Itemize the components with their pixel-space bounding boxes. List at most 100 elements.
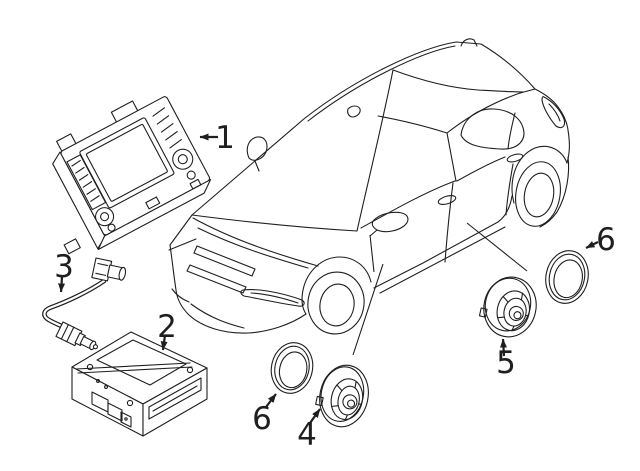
callout-3: 3 xyxy=(54,249,74,285)
grille-slat-1 xyxy=(193,245,256,277)
front-window-frame xyxy=(377,115,448,134)
front-wheel-arch xyxy=(301,256,372,315)
cable-connector-top xyxy=(91,257,127,282)
bumper-crease xyxy=(190,303,245,329)
roof-antenna-fin xyxy=(460,38,478,47)
module-port-2 xyxy=(107,402,123,422)
arrow-2 xyxy=(160,334,168,351)
cable-wire-highlight xyxy=(43,279,106,331)
front-door-handle xyxy=(437,195,457,205)
hood-line-1 xyxy=(192,217,319,267)
speaker-spokes xyxy=(497,292,530,332)
trim-ring-front xyxy=(270,342,314,394)
a-pillar-near xyxy=(356,69,394,232)
radio-left-button-panel xyxy=(66,154,107,211)
module-top-lid xyxy=(96,339,187,386)
radio-button-round-right xyxy=(186,170,196,180)
radio-bracket-bottom xyxy=(63,238,81,255)
taillight xyxy=(541,96,566,129)
front-wheel xyxy=(307,271,365,335)
radio-left-buttons xyxy=(71,159,100,202)
callout-arrows xyxy=(58,133,599,424)
radio-knob-right xyxy=(172,148,194,170)
callout-6-front: 6 xyxy=(252,401,272,437)
speaker-tab xyxy=(478,307,488,318)
speaker-tab xyxy=(315,395,324,407)
rear-door-glass xyxy=(460,108,525,150)
rear-window-frame xyxy=(446,91,524,134)
door-speaker-rear xyxy=(478,276,537,338)
rear-bumper xyxy=(539,156,570,228)
side-mirror-far xyxy=(246,136,268,161)
arrow-6-front xyxy=(265,393,277,408)
front-door-cut xyxy=(444,182,454,263)
callout-4: 4 xyxy=(297,417,317,453)
module-dot-1 xyxy=(96,379,100,383)
arrow-5 xyxy=(500,338,507,357)
module-screw-3 xyxy=(126,399,134,407)
cowl-line xyxy=(191,214,358,232)
module-dot-2 xyxy=(104,385,108,389)
module-screw-2 xyxy=(186,366,194,374)
fog-recess xyxy=(171,288,190,303)
radio-button-rect-right xyxy=(189,178,202,190)
amplifier-module xyxy=(71,331,208,437)
rear-door-handle xyxy=(506,153,524,163)
grille-slat-2 xyxy=(186,264,247,294)
arrow-3 xyxy=(58,276,66,293)
radio-knob-left xyxy=(95,207,115,227)
side-mirror-near xyxy=(371,211,409,233)
callout-1: 1 xyxy=(215,120,235,156)
cable-connector-bottom xyxy=(55,321,98,351)
fender-seam xyxy=(168,238,197,251)
callout-numbers: 1 2 3 4 5 6 6 xyxy=(54,120,616,453)
radio-screen xyxy=(85,123,168,202)
rear-door-cut xyxy=(505,163,514,216)
radio-right-buttons xyxy=(152,107,182,149)
roof-rail-near xyxy=(392,69,524,93)
trim-ring-rear xyxy=(545,250,589,304)
rear-wheel xyxy=(515,161,561,227)
beltline-front xyxy=(360,180,456,229)
mirror-stalk-far xyxy=(254,160,260,172)
callout-5: 5 xyxy=(496,345,516,381)
speaker-spokes xyxy=(331,380,363,421)
module-screw-1 xyxy=(86,363,94,371)
front-bumper xyxy=(169,244,307,334)
module-disc-slot-inner xyxy=(152,385,198,412)
arrow-4 xyxy=(309,408,321,424)
leader-to-rear-speaker xyxy=(466,222,528,272)
rocker-line xyxy=(373,195,513,289)
headlight xyxy=(240,289,305,307)
rearview-mirror xyxy=(347,105,361,118)
beltline-rear xyxy=(456,156,506,182)
hood-line-2 xyxy=(197,227,309,269)
roof-rail-inner xyxy=(307,45,456,122)
taillight-inner xyxy=(548,103,561,122)
module-right-face xyxy=(142,367,208,437)
rear-edge xyxy=(534,88,570,164)
rocker-line-inner xyxy=(379,226,506,294)
radio-head-unit xyxy=(52,96,212,255)
rear-wheel-arch xyxy=(511,145,568,204)
headlight-inner xyxy=(250,292,299,304)
radio-knob-right-center xyxy=(177,154,188,165)
callout-2: 2 xyxy=(157,309,177,345)
mirror-stalk-near xyxy=(369,229,378,237)
module-port-3 xyxy=(120,411,132,428)
b-pillar xyxy=(446,132,457,182)
module-disc-slot xyxy=(148,377,202,420)
c-pillar-inner xyxy=(507,112,516,150)
car-illustration xyxy=(168,38,570,356)
radio-knob-left-center xyxy=(100,212,110,222)
radio-button-round-left xyxy=(107,223,116,232)
leader-front-door xyxy=(369,234,375,273)
leader-to-front-speaker xyxy=(352,263,384,356)
module-port-dot xyxy=(124,417,128,421)
callout-6-rear: 6 xyxy=(596,222,616,258)
car-body-outline xyxy=(169,41,536,246)
arrow-6-rear xyxy=(585,241,599,249)
antenna-cable xyxy=(42,257,127,351)
